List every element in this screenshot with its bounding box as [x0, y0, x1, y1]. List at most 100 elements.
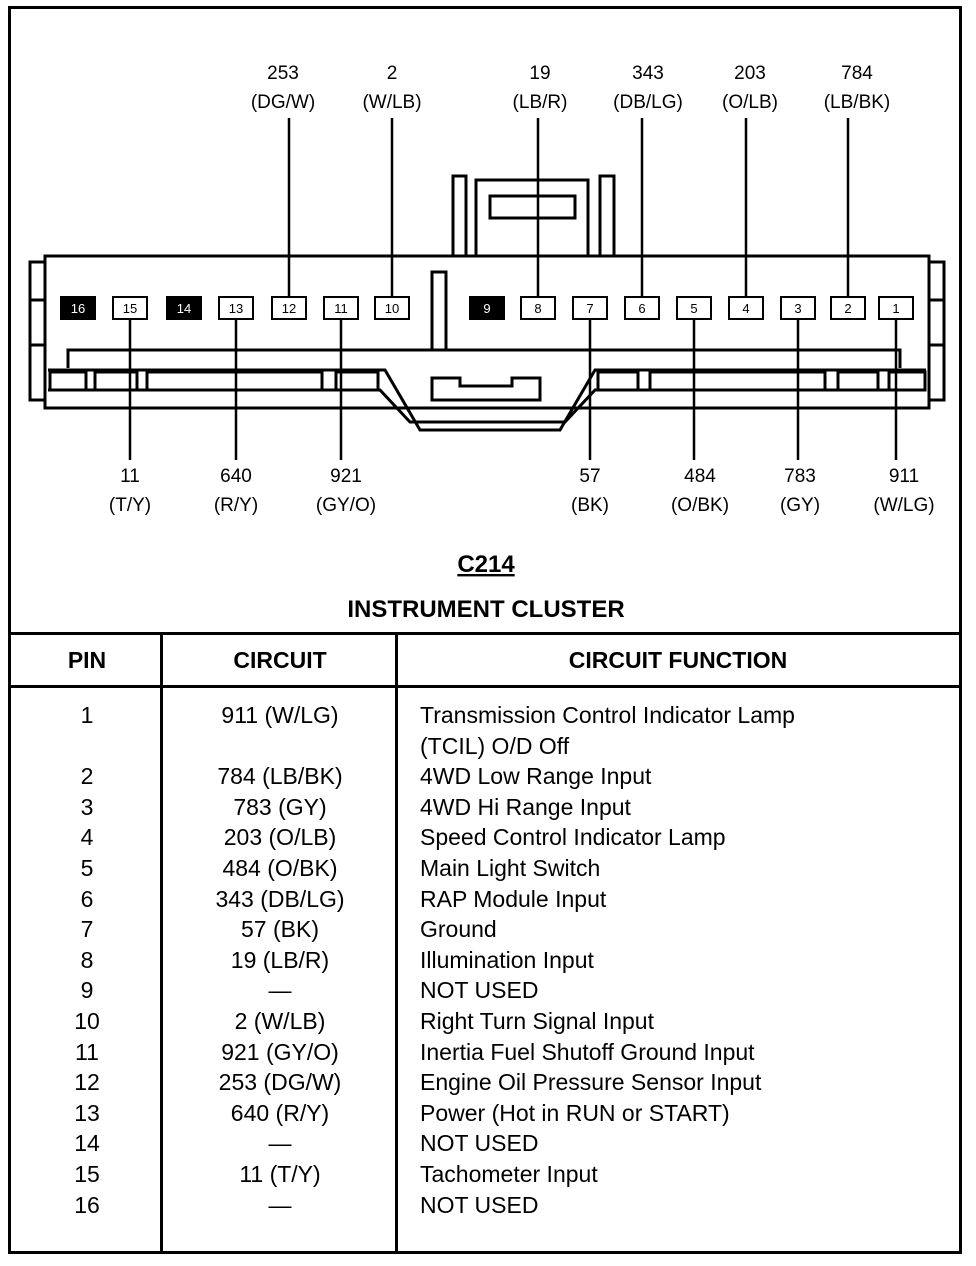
wire-color-label: (GY/O) — [316, 495, 376, 516]
pin-cavity-10 — [374, 296, 410, 320]
table-cell-function: NOT USED — [420, 977, 539, 1004]
table-cell-circuit: 203 (O/LB) — [223, 824, 337, 851]
table-cell-pin: 15 — [74, 1160, 100, 1187]
table-cell-pin: 10 — [74, 1007, 100, 1034]
table-cell-circuit: 484 (O/BK) — [222, 854, 338, 881]
pin-number: 11 — [334, 301, 348, 316]
table-cell-circuit: 784 (LB/BK) — [217, 763, 343, 790]
table-cell-function: Right Turn Signal Input — [420, 1007, 654, 1034]
table-cell-function: RAP Module Input — [420, 885, 607, 912]
connector-name: C214 — [457, 551, 515, 578]
wire-labels: 253(DG/W)2(W/LB)19(LB/R)343(DB/LG)203(O/… — [109, 63, 935, 516]
table-cell-pin: 9 — [80, 977, 94, 1004]
table-cell-circuit: 57 (BK) — [241, 916, 319, 943]
pin-number: 3 — [794, 301, 801, 316]
wire-color-label: (DB/LG) — [613, 92, 683, 113]
pin-cavity-2 — [830, 296, 866, 320]
diagram-sheet — [8, 6, 962, 1254]
table-cell-function: NOT USED — [420, 1130, 539, 1157]
wire-color-label: (LB/R) — [513, 92, 568, 113]
wire-color-label: (R/Y) — [214, 495, 258, 516]
table-cell-circuit: 640 (R/Y) — [230, 1099, 330, 1126]
table-cell-pin: 4 — [80, 824, 94, 851]
table-cell-function-continued: (TCIL) O/D Off — [420, 732, 570, 759]
wire-circuit-label: 911 — [889, 466, 919, 487]
table-divider-1 — [160, 632, 163, 1254]
connector-body — [28, 174, 946, 432]
table-cell-pin: 1 — [80, 702, 94, 728]
wire-color-label: (DG/W) — [251, 92, 315, 113]
table-cell-pin: 13 — [74, 1099, 100, 1126]
wire-circuit-label: 784 — [841, 63, 873, 84]
table-divider-2 — [395, 632, 398, 1254]
table-cell-pin: 3 — [80, 793, 94, 820]
table-cell-spacer — [164, 731, 396, 762]
table-cell-function: NOT USED — [420, 1191, 539, 1218]
connector-description: INSTRUMENT CLUSTER — [347, 596, 624, 623]
wire-circuit-label: 203 — [734, 63, 766, 84]
wire-color-label: (T/Y) — [109, 495, 151, 516]
pin-number: 5 — [690, 301, 697, 316]
wire-circuit-label: 484 — [684, 466, 716, 487]
pin-cavity-9 — [469, 296, 505, 320]
table-cell-circuit: 343 (DB/LG) — [215, 885, 345, 912]
header-circuit: CIRCUIT — [233, 647, 327, 673]
pin-number: 12 — [282, 301, 296, 316]
pin-cavity-1 — [878, 296, 914, 320]
table-cell-circuit: 2 (W/LB) — [234, 1007, 326, 1034]
wire-color-label: (LB/BK) — [824, 92, 891, 113]
pin-number: 10 — [385, 301, 399, 316]
pin-cavity-13 — [218, 296, 254, 320]
wire-circuit-label: 343 — [632, 63, 664, 84]
table-cell-function: Inertia Fuel Shutoff Ground Input — [420, 1038, 755, 1065]
wire-circuit-label: 253 — [267, 63, 299, 84]
circuit-column: 911 (W/LG) 784 (LB/BK) 783 (GY) 203 (O/LB) 4… — [164, 700, 396, 1220]
wire-circuit-label: 640 — [220, 466, 252, 487]
table-cell-circuit: 19 (LB/R) — [230, 946, 330, 973]
table-cell-circuit: — — [268, 1130, 292, 1157]
table-top-rule — [8, 632, 962, 635]
wire-color-label: (O/LB) — [722, 92, 778, 113]
table-cell-pin: 14 — [74, 1130, 100, 1157]
wire-color-label: (BK) — [571, 495, 609, 516]
pin-cavity-4 — [728, 296, 764, 320]
table-cell-circuit: 11 (T/Y) — [239, 1160, 321, 1187]
pin-cavity-15 — [112, 296, 148, 320]
pin-number: 9 — [483, 301, 490, 316]
pin-number: 7 — [586, 301, 593, 316]
table-cell-function: 4WD Low Range Input — [420, 763, 652, 790]
wire-color-label: (W/LG) — [873, 495, 934, 516]
table-cell-circuit: 783 (GY) — [233, 793, 327, 820]
table-cell-function: Main Light Switch — [420, 854, 601, 881]
wire-circuit-label: 11 — [120, 466, 140, 487]
pin-cavity-12 — [271, 296, 307, 320]
table-cell-circuit: 253 (DG/W) — [218, 1069, 342, 1096]
wire-color-label: (W/LB) — [362, 92, 421, 113]
pin-number: 8 — [534, 301, 541, 316]
header-pin: PIN — [67, 647, 107, 673]
table-cell-circuit: 911 (W/LG) — [221, 702, 339, 728]
table-cell-function: 4WD Hi Range Input — [420, 793, 631, 820]
table-cell-pin: 16 — [74, 1191, 100, 1218]
wire-circuit-label: 783 — [784, 466, 816, 487]
pin-number: 1 — [892, 301, 899, 316]
pin-number: 4 — [742, 301, 749, 316]
table-cell-function: Ground — [420, 916, 497, 943]
pin-cavity-14 — [166, 296, 202, 320]
pin-cavity-6 — [624, 296, 660, 320]
table-cell-function: Power (Hot in RUN or START) — [420, 1099, 730, 1126]
table-cell-circuit: — — [268, 977, 292, 1004]
wire-circuit-label: 921 — [330, 466, 362, 487]
table-cell-function: Transmission Control Indicator Lamp — [420, 702, 795, 728]
function-column: Transmission Control Indicator Lamp (TCIL… — [420, 700, 960, 1220]
table-cell-spacer — [12, 731, 162, 762]
pin-cavity-3 — [780, 296, 816, 320]
pin-number: 16 — [71, 301, 85, 316]
table-cell-circuit: 921 (GY/O) — [221, 1038, 339, 1065]
wire-color-label: (O/BK) — [671, 495, 729, 516]
table-cell-pin: 11 — [75, 1038, 99, 1065]
wire-circuit-label: 19 — [529, 63, 550, 84]
